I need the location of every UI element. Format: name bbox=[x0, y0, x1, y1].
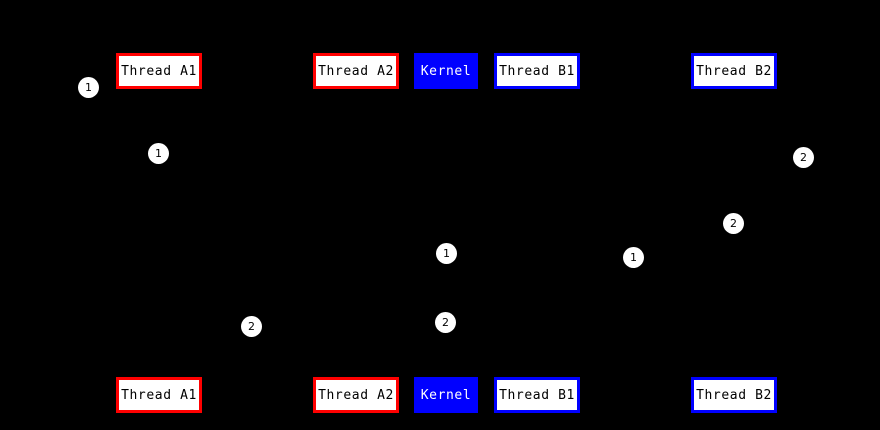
participant-label: Thread A2 bbox=[318, 63, 394, 79]
step-marker-1: 1 bbox=[78, 77, 99, 98]
participant-thread-a2-top[interactable]: Thread A2 bbox=[313, 53, 399, 89]
participant-label: Thread B1 bbox=[499, 387, 575, 403]
step-marker-1: 1 bbox=[148, 143, 169, 164]
participant-label: Thread A1 bbox=[121, 63, 197, 79]
participant-kernel-top[interactable]: Kernel bbox=[414, 53, 478, 89]
step-marker-number: 1 bbox=[155, 147, 162, 160]
participant-thread-a1-top[interactable]: Thread A1 bbox=[116, 53, 202, 89]
message-arrow bbox=[537, 223, 734, 224]
message-arrow bbox=[356, 253, 446, 254]
message-arrow bbox=[537, 257, 633, 258]
step-marker-number: 2 bbox=[730, 217, 737, 230]
lifeline-kernel bbox=[446, 89, 447, 377]
message-arrow bbox=[356, 322, 446, 323]
message-arrow bbox=[159, 153, 356, 154]
step-marker-number: 1 bbox=[85, 81, 92, 94]
step-marker-1: 1 bbox=[436, 243, 457, 264]
participant-label: Thread B2 bbox=[696, 63, 772, 79]
message-arrow bbox=[159, 326, 251, 327]
step-marker-1: 1 bbox=[623, 247, 644, 268]
participant-thread-b1-top[interactable]: Thread B1 bbox=[494, 53, 580, 89]
message-arrow bbox=[734, 157, 803, 158]
step-marker-number: 1 bbox=[443, 247, 450, 260]
lifeline-thread-a2 bbox=[356, 89, 357, 377]
step-marker-2: 2 bbox=[241, 316, 262, 337]
participant-thread-b1-bottom[interactable]: Thread B1 bbox=[494, 377, 580, 413]
step-marker-number: 1 bbox=[630, 251, 637, 264]
participant-thread-b2-bottom[interactable]: Thread B2 bbox=[691, 377, 777, 413]
step-marker-2: 2 bbox=[435, 312, 456, 333]
participant-label: Kernel bbox=[420, 387, 472, 403]
participant-label: Thread A2 bbox=[318, 387, 394, 403]
participant-label: Thread B2 bbox=[696, 387, 772, 403]
step-marker-number: 2 bbox=[800, 151, 807, 164]
participant-thread-b2-top[interactable]: Thread B2 bbox=[691, 53, 777, 89]
step-marker-number: 2 bbox=[442, 316, 449, 329]
step-marker-2: 2 bbox=[723, 213, 744, 234]
lifeline-thread-a1 bbox=[159, 89, 160, 377]
participant-thread-a2-bottom[interactable]: Thread A2 bbox=[313, 377, 399, 413]
participant-label: Kernel bbox=[420, 63, 472, 79]
participant-label: Thread B1 bbox=[499, 63, 575, 79]
participant-label: Thread A1 bbox=[121, 387, 197, 403]
participant-thread-a1-bottom[interactable]: Thread A1 bbox=[116, 377, 202, 413]
step-marker-2: 2 bbox=[793, 147, 814, 168]
lifeline-thread-b1 bbox=[537, 89, 538, 377]
participant-kernel-bottom[interactable]: Kernel bbox=[414, 377, 478, 413]
step-marker-number: 2 bbox=[248, 320, 255, 333]
